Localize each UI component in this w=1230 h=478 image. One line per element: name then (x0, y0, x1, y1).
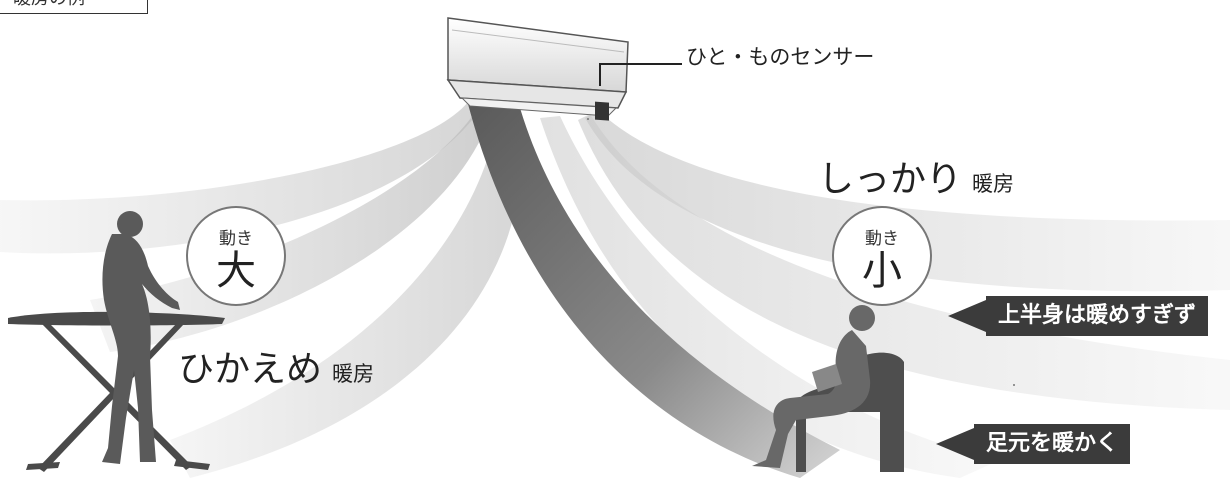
right-badge-big: 小 (862, 248, 902, 294)
airflow-left-outer (0, 102, 472, 254)
airflow-left-mid (90, 105, 492, 352)
left-mode-label: ひかえめ暖房 (178, 340, 374, 392)
sensor-leader-line (599, 63, 682, 86)
right-mode-sub: 暖房 (972, 172, 1015, 196)
airflow-left-lower (170, 110, 523, 478)
left-mode-main: ひかえめ (178, 349, 323, 390)
airflow-right-upper (585, 110, 1230, 292)
right-mode-main: しっかり (818, 159, 963, 200)
callout-upper-body: 上半身は暖めすぎず (947, 296, 1209, 336)
right-motion-badge: 動き 小 (832, 206, 932, 306)
corner-label: 暖房の例 (0, 0, 148, 14)
left-badge-top: 動き (219, 229, 253, 249)
left-motion-badge: 動き 大 (186, 206, 286, 306)
left-mode-sub: 暖房 (332, 362, 375, 386)
woman-reading-figure (752, 305, 875, 468)
airflow-right-lower (540, 116, 1000, 478)
woman-ironing-figure (102, 211, 180, 464)
airflow-right-mid (578, 114, 1230, 410)
air-conditioner (446, 17, 629, 121)
left-badge-big: 大 (216, 248, 256, 294)
right-badge-top: 動き (865, 229, 899, 249)
chair (796, 352, 904, 472)
callout-feet: 足元を暖かく (935, 424, 1131, 464)
sensor-label: ひと・ものセンサー (686, 45, 875, 69)
right-mode-label: しっかり暖房 (818, 150, 1014, 202)
